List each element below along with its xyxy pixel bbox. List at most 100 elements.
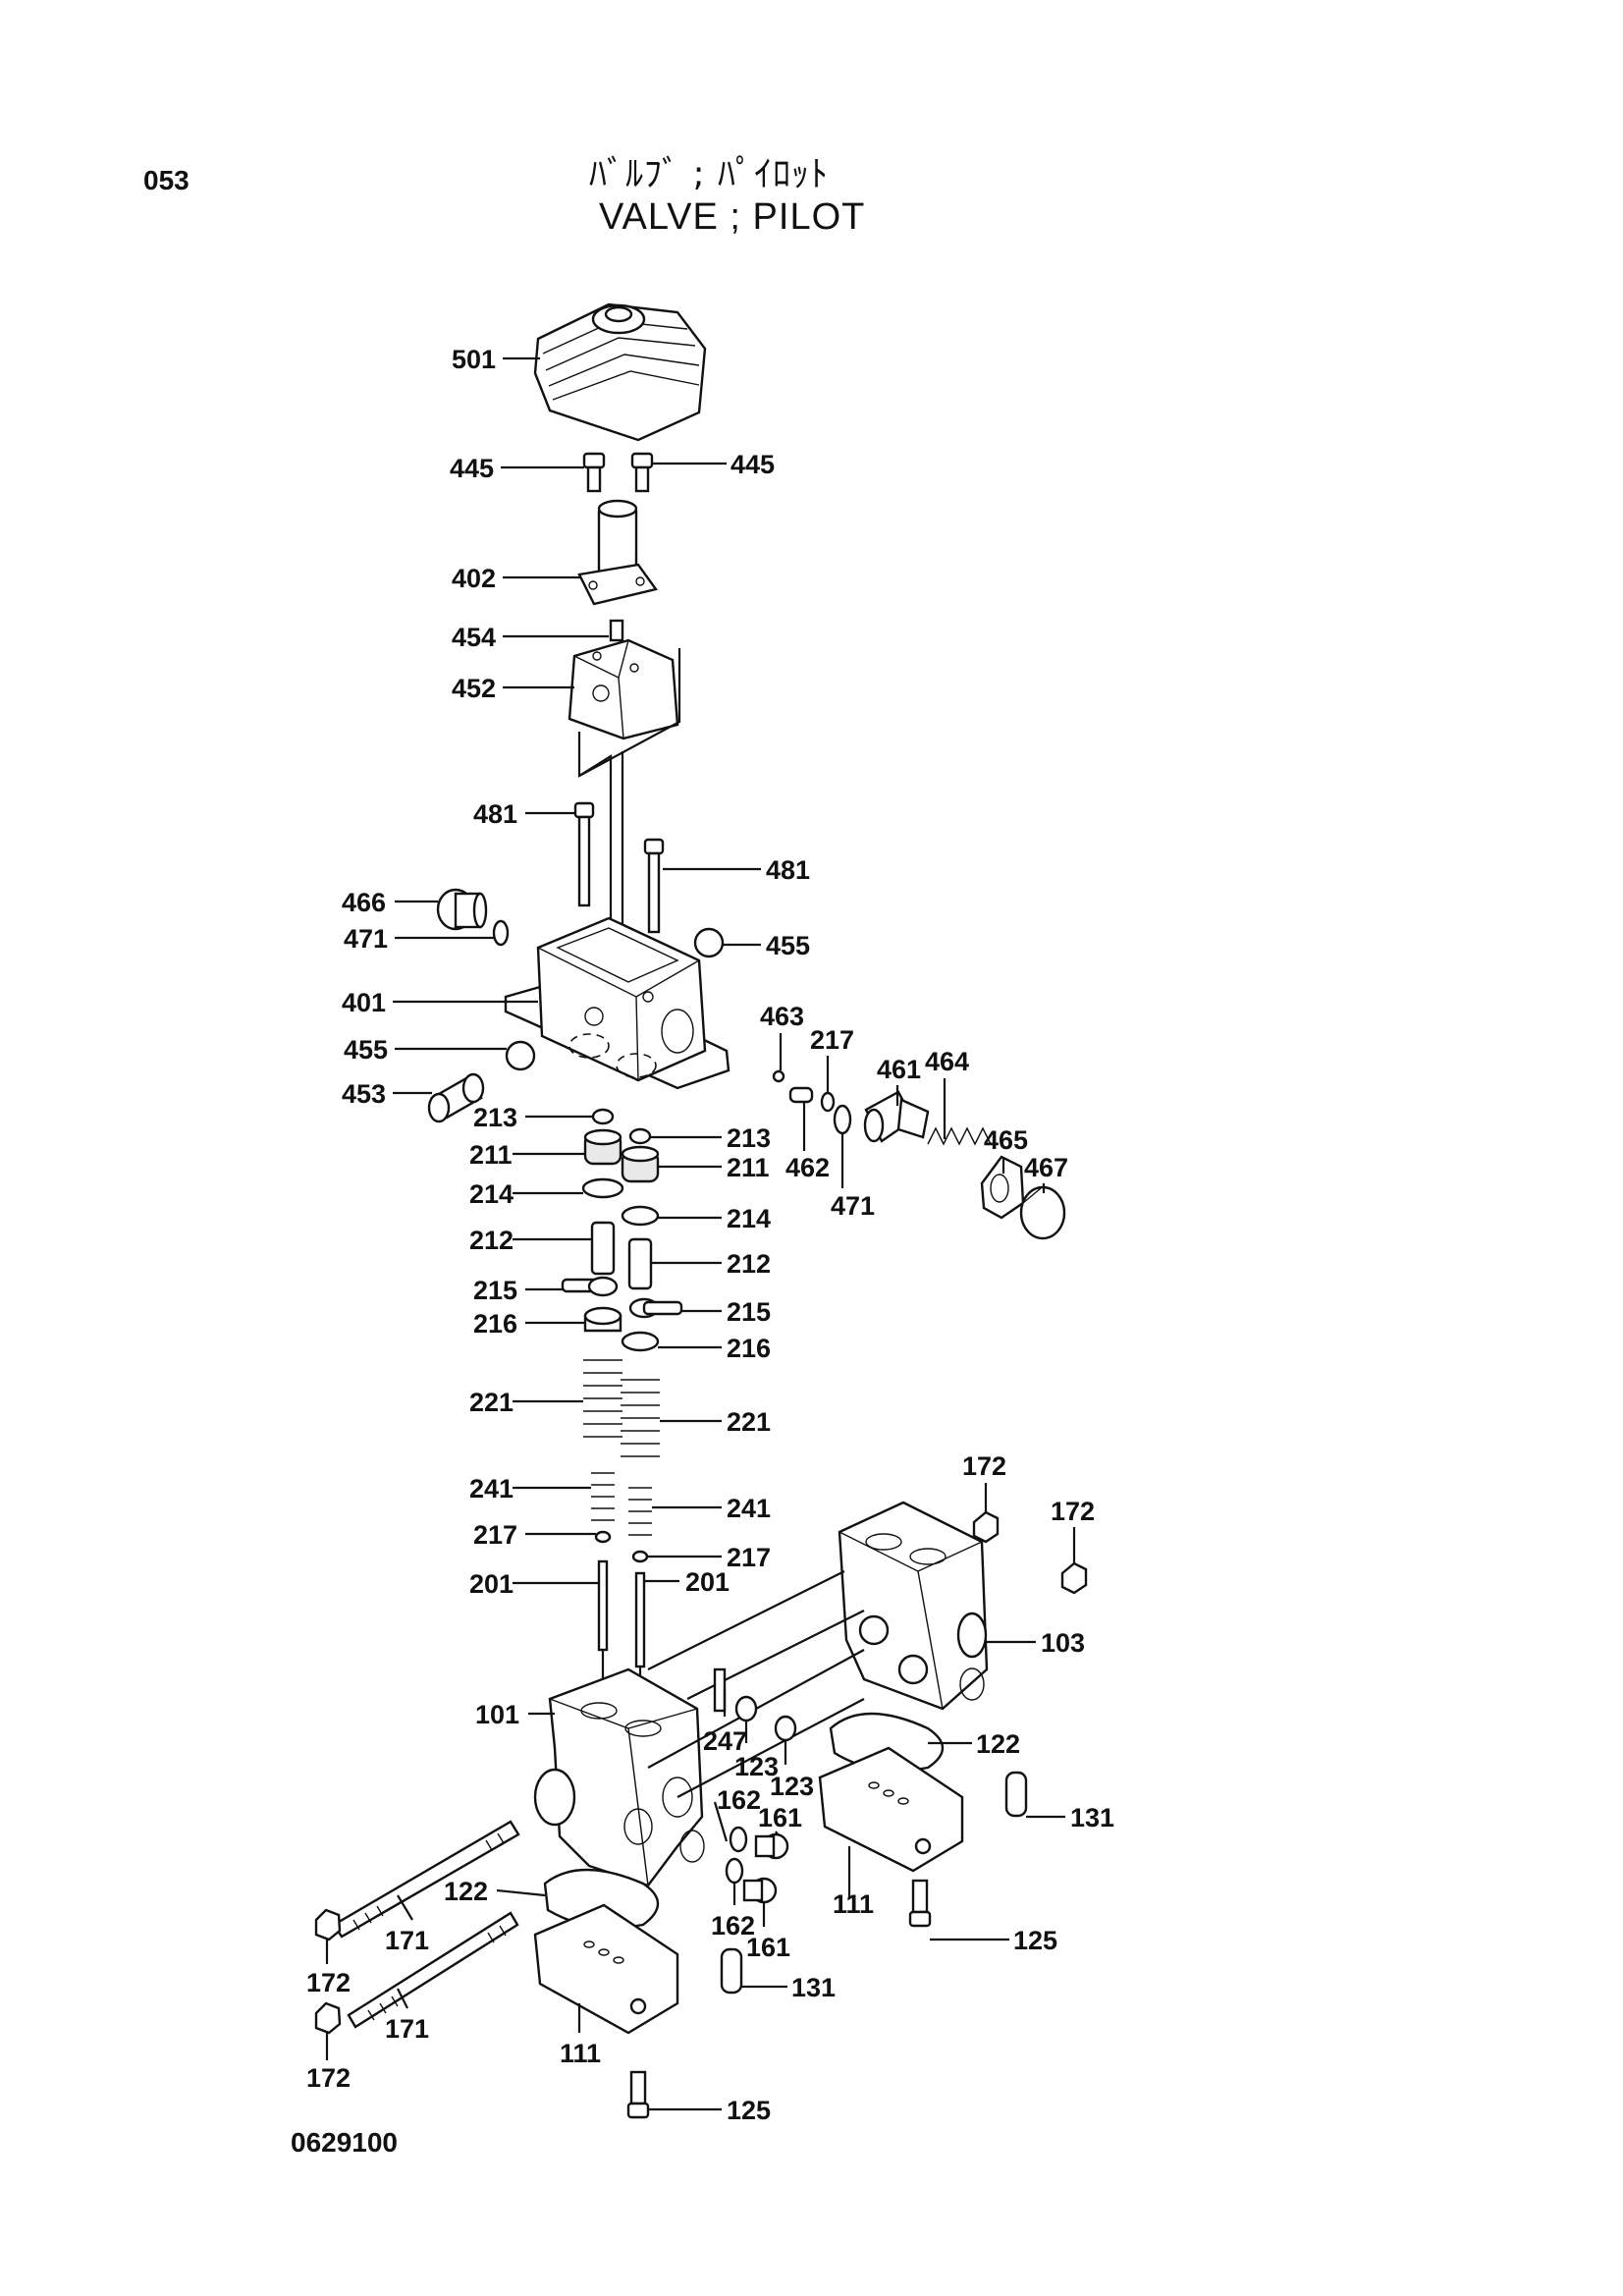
callout-467: 467 xyxy=(1024,1153,1068,1182)
screw-125-left xyxy=(626,2070,650,2119)
boot-501 xyxy=(533,302,707,442)
callout-171-top: 171 xyxy=(385,1926,429,1955)
pin-131-left xyxy=(720,1947,743,1995)
callout-241-left: 241 xyxy=(469,1474,514,1503)
cap-467 xyxy=(1019,1185,1066,1240)
part-drawings xyxy=(314,302,1088,2119)
nuts-172 xyxy=(314,1510,1088,2035)
cover-111-right xyxy=(818,1746,964,1873)
callout-211-right: 211 xyxy=(727,1153,770,1182)
callout-111-left: 111 xyxy=(560,2039,601,2068)
callout-215-left: 215 xyxy=(473,1276,517,1305)
oring-471-left xyxy=(492,919,510,947)
left-stack xyxy=(561,1108,624,1728)
plug-455-right xyxy=(693,927,725,958)
oring-123-b xyxy=(774,1715,797,1742)
callout-162-top: 162 xyxy=(717,1785,761,1815)
callout-445-right: 445 xyxy=(730,450,775,479)
callout-172-left-bottom: 172 xyxy=(306,2063,351,2093)
spring-464 xyxy=(927,1126,992,1146)
adapter-461 xyxy=(863,1090,930,1143)
callout-125-left: 125 xyxy=(727,2096,771,2125)
callout-216-right: 216 xyxy=(727,1334,771,1363)
plug-466 xyxy=(436,888,488,931)
callout-217-left: 217 xyxy=(473,1520,517,1550)
callout-125-right: 125 xyxy=(1013,1926,1057,1955)
callout-161-top: 161 xyxy=(758,1803,802,1832)
callout-454: 454 xyxy=(452,623,496,652)
plug-161-a xyxy=(754,1832,789,1860)
ball-463 xyxy=(772,1069,785,1083)
callout-452: 452 xyxy=(452,674,496,703)
callout-215-right: 215 xyxy=(727,1297,771,1327)
oring-162-a xyxy=(729,1826,748,1853)
sleeve-453 xyxy=(427,1072,485,1123)
callout-402: 402 xyxy=(452,564,496,593)
callout-211-left: 211 xyxy=(469,1140,513,1170)
callout-131-left: 131 xyxy=(791,1973,836,2002)
callout-103: 103 xyxy=(1041,1628,1085,1658)
pin-247 xyxy=(713,1667,727,1713)
right-stack xyxy=(621,1127,683,1728)
callout-161-bottom: 161 xyxy=(746,1933,790,1962)
callout-216-left: 216 xyxy=(473,1309,517,1339)
spool-462 xyxy=(788,1086,814,1104)
callout-401: 401 xyxy=(342,988,386,1017)
callout-171-bottom: 171 xyxy=(385,2014,429,2044)
callout-217-mid: 217 xyxy=(727,1543,771,1572)
callout-201-right: 201 xyxy=(685,1567,730,1597)
callout-217-right: 217 xyxy=(810,1025,854,1055)
body-101 xyxy=(533,1667,705,1887)
tie-rods-171 xyxy=(332,1820,520,2029)
callout-131-right: 131 xyxy=(1070,1803,1114,1832)
block-452 xyxy=(568,638,679,740)
callout-201-left: 201 xyxy=(469,1569,514,1599)
callout-172-right: 172 xyxy=(1051,1497,1095,1526)
callout-445-left: 445 xyxy=(450,454,494,483)
page-number: 053 xyxy=(143,165,189,195)
callout-123-a: 123 xyxy=(734,1752,779,1781)
callout-221-right: 221 xyxy=(727,1407,771,1437)
oring-217-right xyxy=(820,1091,836,1113)
callout-214-left: 214 xyxy=(469,1179,514,1209)
body-103 xyxy=(838,1501,989,1711)
callout-462: 462 xyxy=(785,1153,830,1182)
leader-lines xyxy=(325,356,1076,2111)
bolts-481 xyxy=(573,801,665,934)
callout-247: 247 xyxy=(703,1726,747,1756)
oring-471-right xyxy=(833,1104,852,1135)
callout-471-right: 471 xyxy=(831,1191,875,1221)
callout-122-left: 122 xyxy=(444,1877,488,1906)
callout-213-right: 213 xyxy=(727,1123,771,1153)
callout-455-right: 455 xyxy=(766,931,810,960)
callout-241-right: 241 xyxy=(727,1494,771,1523)
casing-401 xyxy=(504,916,730,1090)
callout-481-right: 481 xyxy=(766,855,810,885)
screw-125-right xyxy=(908,1879,932,1928)
callout-453: 453 xyxy=(342,1079,386,1109)
callout-501: 501 xyxy=(452,345,496,374)
callout-123-b: 123 xyxy=(770,1772,814,1801)
title-japanese: ﾊﾞﾙﾌﾞ ; ﾊﾟｲﾛｯﾄ xyxy=(589,154,830,194)
callout-455-left: 455 xyxy=(344,1035,388,1065)
callout-464: 464 xyxy=(925,1047,969,1076)
callout-465: 465 xyxy=(984,1125,1028,1155)
drawing-number: 0629100 xyxy=(291,2127,399,2158)
callout-466: 466 xyxy=(342,888,386,917)
oring-162-b xyxy=(725,1857,744,1885)
callout-213-left: 213 xyxy=(473,1103,517,1132)
callout-172-left-top: 172 xyxy=(306,1968,351,1997)
plate-402 xyxy=(577,499,659,606)
callout-172-top: 172 xyxy=(962,1451,1006,1481)
callout-162-bottom: 162 xyxy=(711,1911,755,1941)
callout-101: 101 xyxy=(475,1700,519,1729)
callout-221-left: 221 xyxy=(469,1388,514,1417)
pin-131-right xyxy=(1004,1771,1028,1818)
callout-463: 463 xyxy=(760,1002,804,1031)
callout-471-left: 471 xyxy=(344,924,388,954)
plug-455-left xyxy=(505,1040,536,1071)
callout-212-left: 212 xyxy=(469,1226,514,1255)
callout-214-right: 214 xyxy=(727,1204,771,1233)
